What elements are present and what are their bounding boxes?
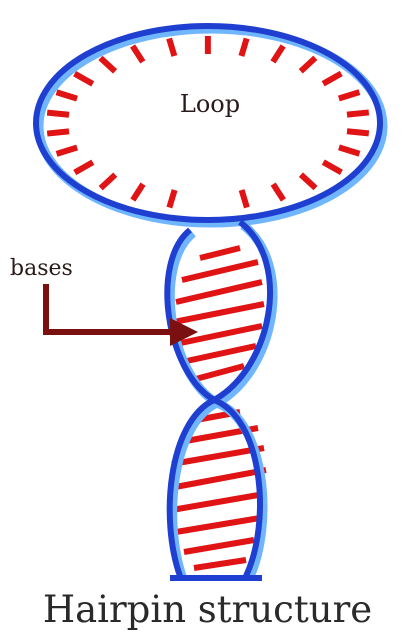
loop-base — [47, 113, 69, 115]
loop-base — [169, 190, 174, 207]
loop-bases — [47, 36, 369, 207]
loop-base — [242, 190, 247, 207]
loop-backbone — [36, 26, 380, 220]
loop-base — [75, 162, 93, 172]
loop-base — [273, 46, 283, 62]
stem-base — [170, 470, 266, 488]
stem-base — [176, 518, 260, 532]
bases-arrow-line — [46, 284, 170, 332]
stem-base — [194, 560, 246, 568]
loop-base — [301, 175, 316, 188]
loop-base — [47, 131, 69, 133]
loop-base — [133, 184, 143, 200]
loop-base — [75, 74, 93, 84]
loop-base — [339, 92, 360, 98]
loop-base — [347, 131, 369, 133]
stem-base — [174, 304, 264, 322]
stem-base — [182, 346, 256, 362]
stem-base — [172, 494, 264, 510]
stem-base — [192, 366, 244, 380]
loop-base — [241, 39, 246, 56]
loop-base — [101, 175, 116, 188]
stem-base — [176, 282, 262, 302]
loop-base — [339, 147, 360, 153]
loop-base — [323, 162, 341, 172]
loop-base — [273, 184, 283, 200]
stem-base — [182, 262, 258, 280]
loop-base — [301, 58, 316, 71]
loop-base — [133, 46, 143, 62]
loop-base — [347, 112, 369, 114]
loop-base — [57, 148, 78, 154]
loop-label: Loop — [150, 90, 270, 118]
diagram-title: Hairpin structure — [0, 588, 415, 631]
loop-base — [323, 74, 341, 84]
loop-base — [169, 39, 174, 56]
bases-label: bases — [10, 256, 73, 281]
stem-base — [184, 540, 254, 552]
stem-base — [200, 248, 240, 258]
loop-base — [56, 92, 77, 98]
loop-base — [100, 58, 115, 71]
